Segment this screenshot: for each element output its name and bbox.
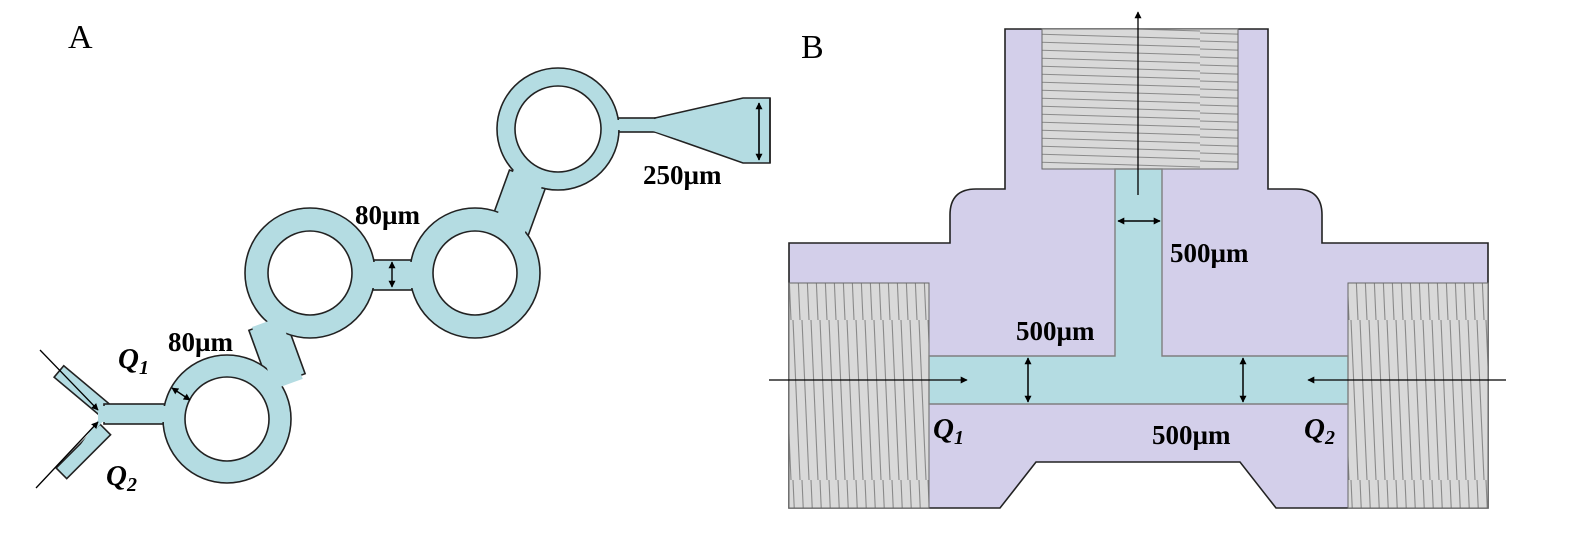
label-q1-a: Q1 [118,343,149,379]
thread-right-port [1347,282,1489,509]
arrow-q1 [39,349,99,411]
dim-label-bottom: 500µm [1152,420,1231,450]
panel-a-channel-fill [70,69,768,482]
hole-4 [514,85,602,173]
hole-2 [267,230,353,316]
panel-a-label: A [68,19,93,56]
dim-label-neck-middle: 80µm [355,200,421,230]
label-q1-b: Q1 [933,413,964,449]
dim-arrow-neck-inlet [171,387,191,401]
panel-a-microfluidic-chip: A [35,19,771,496]
dim-label-vertical-channel: 500µm [1170,238,1249,268]
dim-label-outlet: 250µm [643,160,722,190]
arrow-q2 [35,421,99,489]
dim-label-left-channel: 500µm [1016,316,1095,346]
panel-a-holes [184,85,602,462]
thread-left-port [788,282,930,509]
t-channel [928,168,1349,405]
dim-label-neck-inlet: 80µm [168,327,234,357]
label-q2-b: Q2 [1304,413,1335,449]
hole-1 [184,376,270,462]
thread-top-port [1041,28,1239,170]
inlet-q2-channel [54,422,112,480]
panel-b-t-junction: B 500µm 500µm 500µm Q1 Q2 [769,11,1506,509]
panel-b-label: B [801,29,824,66]
label-q2-a: Q2 [106,460,137,496]
hole-3 [432,230,518,316]
